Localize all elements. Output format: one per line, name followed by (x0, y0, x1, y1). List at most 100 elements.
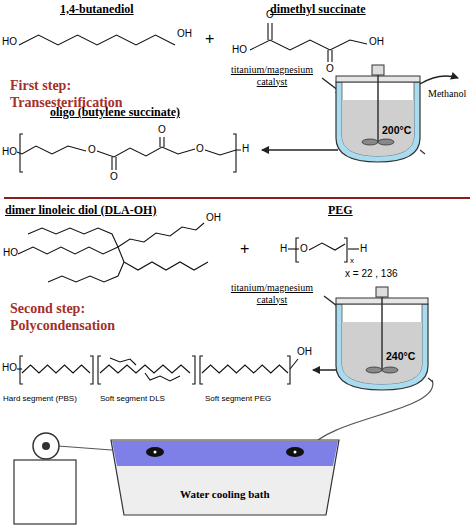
bond (159, 137, 160, 147)
subscript: x (350, 256, 354, 265)
bond (271, 23, 272, 40)
step-heading: Second step: (10, 301, 85, 317)
stirrer-motor (376, 287, 388, 297)
bond (118, 223, 204, 247)
atom-label: OH (297, 346, 312, 358)
guide-roller (146, 447, 164, 457)
bond (202, 365, 288, 373)
atom-label: O (326, 63, 334, 75)
bond (98, 356, 101, 384)
bond (288, 248, 299, 249)
atom-label: H (360, 243, 367, 255)
product-arrow (313, 369, 338, 371)
product-arrow (262, 149, 338, 151)
bond (200, 356, 203, 384)
roller-hub (294, 451, 297, 454)
bond (344, 238, 347, 262)
vessel-outline (330, 286, 434, 392)
bond (250, 40, 367, 50)
bond (110, 358, 136, 365)
outlet-pipe (428, 378, 433, 382)
plus-sign: + (205, 30, 214, 48)
molecule-name: 1,4-butanediol (60, 3, 134, 17)
bond (22, 365, 90, 373)
reactor-vessel: 200°C (330, 64, 426, 164)
atom-label: O (266, 9, 274, 21)
winder-stand (14, 460, 76, 524)
guide-roller (286, 447, 304, 457)
bond (192, 356, 195, 384)
molecule-name: oligo (butylene succinate) (50, 106, 180, 120)
bond (111, 157, 112, 170)
bond (309, 243, 345, 250)
temperature-label: 200°C (382, 124, 411, 136)
bond (267, 23, 268, 40)
bond (124, 262, 208, 270)
catalyst-label: titanium/magnesium catalyst (222, 282, 322, 305)
bond (48, 262, 124, 282)
atom-label: HO (2, 362, 17, 374)
winder-hub (42, 442, 50, 450)
segment-label: Soft segment DLS (100, 394, 165, 403)
roller-hub (154, 451, 157, 454)
step-heading: Polycondensation (10, 318, 115, 334)
repeat-value: x = 22 , 136 (345, 268, 398, 280)
bond (115, 157, 116, 170)
vessel-outline (330, 64, 426, 164)
bond (20, 134, 23, 172)
plus-sign: + (240, 240, 249, 258)
stirrer-shaft (381, 297, 383, 370)
atom-label: OH (177, 28, 192, 40)
molecule-name: dimethyl succinate (270, 3, 366, 17)
segment-label: Soft segment PEG (205, 394, 271, 403)
bath-tank (111, 440, 339, 515)
bond (20, 356, 23, 384)
bond (287, 356, 290, 384)
bond (290, 359, 298, 369)
atom-label: OH (369, 36, 384, 48)
bond (28, 228, 118, 247)
bond (18, 247, 118, 254)
atom-label: O (158, 124, 166, 136)
reactor-vessel: 240°C (330, 286, 434, 392)
bond (233, 134, 236, 172)
catalyst-label: titanium/magnesium catalyst (222, 64, 322, 87)
bond (100, 365, 190, 373)
bond (348, 248, 359, 249)
molecule-name: dimer linoleic diol (DLA-OH) (5, 204, 156, 218)
impeller-blade (382, 367, 398, 373)
atom-label: H (280, 243, 287, 255)
bond (118, 247, 124, 262)
bond (19, 35, 175, 45)
bond (296, 238, 299, 262)
temperature-label: 240°C (386, 350, 415, 362)
bond (331, 50, 332, 62)
bond (17, 146, 86, 154)
atom-label: O (196, 143, 204, 155)
outlet-pipe (420, 150, 425, 154)
cooling-bath: Water cooling bath (110, 436, 340, 516)
bond (90, 356, 93, 384)
atom-label: HO (3, 247, 18, 259)
impeller-blade (378, 139, 394, 145)
atom-label: OH (206, 212, 221, 224)
segment-label: Hard segment (PBS) (3, 394, 77, 403)
bath-water (112, 441, 338, 466)
atom-label: H (242, 143, 249, 155)
methanol-arrow (420, 76, 458, 84)
bath-outline (110, 436, 340, 516)
bond (97, 147, 195, 157)
bond (327, 50, 328, 62)
bond (163, 137, 164, 147)
byproduct-label: Methanol (428, 88, 466, 100)
divider-line (4, 197, 470, 199)
atom-label: O (110, 171, 118, 183)
stirrer-shaft (377, 75, 379, 142)
impeller-blade (366, 367, 382, 373)
atom-label: HO (2, 36, 17, 48)
impeller-blade (362, 139, 378, 145)
winder-roller (33, 433, 59, 459)
atom-label: HO (232, 44, 247, 56)
step-heading: First step: (10, 78, 71, 94)
atom-label: O (88, 144, 96, 156)
